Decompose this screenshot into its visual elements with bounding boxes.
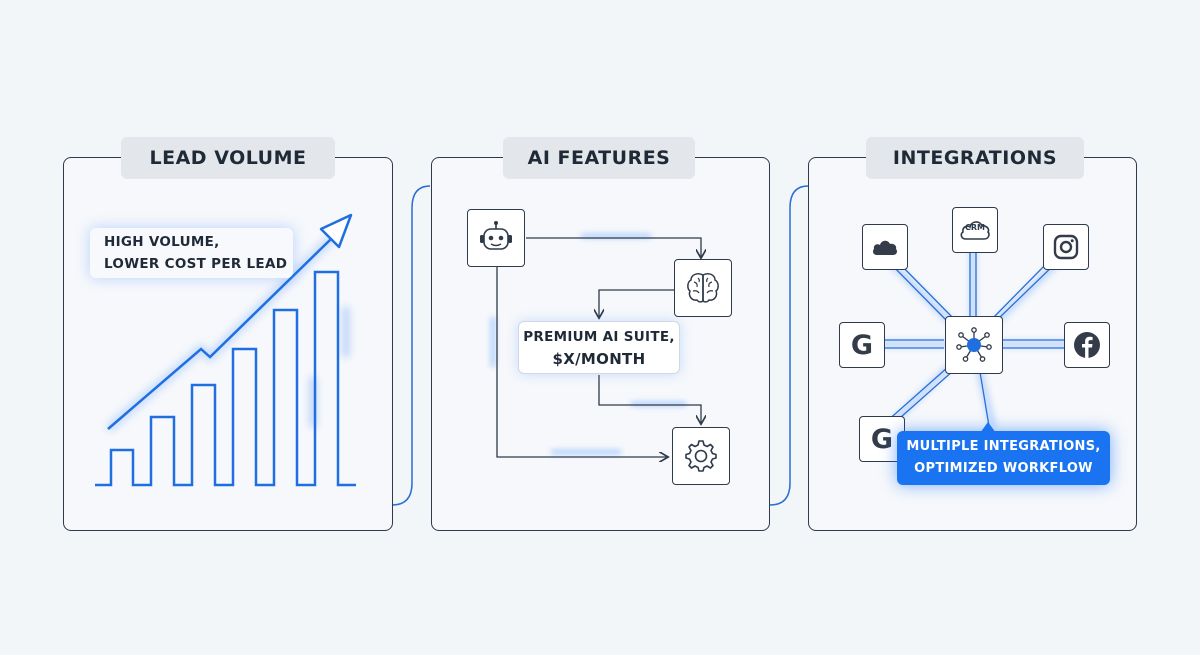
gear-icon-box [672,427,730,485]
integrations-callout-line2: OPTIMIZED WORKFLOW [914,461,1093,476]
google-icon: G [850,329,874,361]
crm-cloud-icon [960,221,990,240]
integrations-callout: MULTIPLE INTEGRATIONS, OPTIMIZED WORKFLO… [897,431,1110,485]
facebook-icon [1074,332,1100,358]
brain-icon-box [674,259,732,317]
google-icon: G [870,423,894,455]
crm-label: CRM [965,223,985,232]
robot-icon [480,221,512,250]
lead-volume-callout-line1: HIGH VOLUME, [104,234,220,250]
ai-features-callout-line2: $X/MONTH [552,350,646,368]
facebook-icon-box [1064,322,1110,368]
ai-features-flow [491,234,770,531]
bar-step-outline [95,270,356,487]
panel-connector-2 [769,185,809,506]
lead-volume-callout: HIGH VOLUME, LOWER COST PER LEAD [90,228,293,278]
ai-features-callout-line1: PREMIUM AI SUITE, [523,329,675,345]
lead-volume-title: LEAD VOLUME [121,137,335,179]
robot-icon-box [467,209,525,267]
lead-volume-bar-chart [95,213,356,487]
trend-arrow-icon [107,238,332,430]
cloud-icon-box [862,224,908,270]
integrations-title: INTEGRATIONS [866,137,1084,179]
brain-icon [687,273,719,303]
ai-features-callout: PREMIUM AI SUITE, $X/MONTH [518,321,680,374]
ai-features-title: AI FEATURES [503,137,695,179]
panel-connector-1 [391,185,431,506]
integrations-callout-pointer [980,422,996,433]
cloud-icon [873,240,897,255]
instagram-icon-box [1043,224,1089,270]
google-icon-box-left: G [839,322,885,368]
instagram-icon [1053,234,1079,260]
crm-icon-box: CRM [952,207,998,253]
lead-volume-callout-line2: LOWER COST PER LEAD [104,256,288,272]
gear-icon [685,440,717,472]
google-icon-box-bottom: G [859,416,905,462]
integrations-callout-line1: MULTIPLE INTEGRATIONS, [906,439,1101,454]
network-hub-box [945,316,1003,374]
network-hub-icon [956,327,992,362]
